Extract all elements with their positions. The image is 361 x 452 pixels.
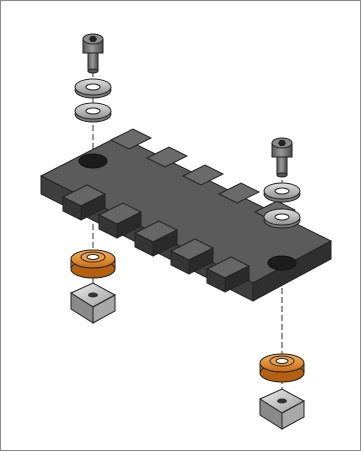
right-orange-flanged-bushing xyxy=(259,353,305,383)
right-flat-washer xyxy=(263,182,301,203)
left-mounting-hole xyxy=(78,153,108,169)
right-mounting-hole xyxy=(267,255,297,271)
right-square-nut xyxy=(258,388,306,430)
left-square-nut xyxy=(69,282,117,324)
comb-teeth xyxy=(61,184,251,293)
left-spring-washer xyxy=(74,102,112,123)
left-flat-washer xyxy=(74,78,112,99)
left-orange-flanged-bushing xyxy=(70,249,116,279)
left-hex-socket-screw xyxy=(82,33,104,74)
right-spring-washer xyxy=(263,208,301,229)
right-hex-socket-screw xyxy=(271,137,293,178)
